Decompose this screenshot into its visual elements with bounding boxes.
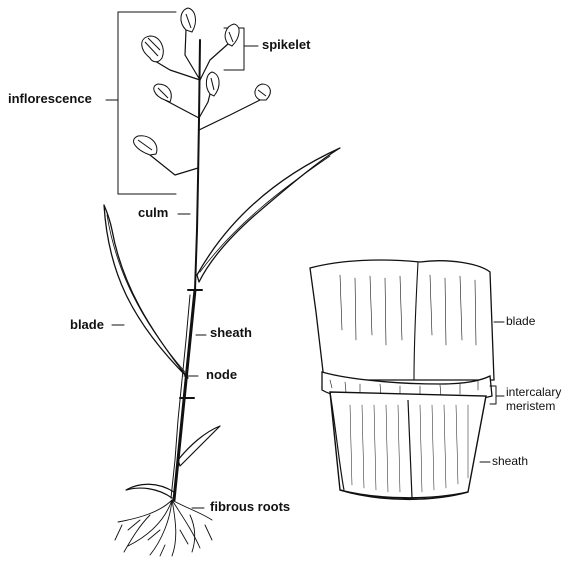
left-leaf-blade (104, 205, 188, 378)
label-sheath-right: sheath (492, 455, 528, 468)
label-intercalary: intercalary (506, 386, 561, 399)
label-fibrous-roots: fibrous roots (210, 500, 290, 514)
flag-leaf-blade (197, 148, 340, 282)
culm-stem (195, 40, 200, 290)
label-spikelet: spikelet (262, 38, 310, 52)
sheath-detail (310, 260, 494, 499)
lower-leaf (178, 426, 220, 466)
label-meristem: meristem (506, 400, 555, 413)
label-inflorescence: inflorescence (8, 92, 92, 106)
label-blade-right: blade (506, 315, 535, 328)
label-blade-left: blade (70, 318, 104, 332)
spikelets (134, 8, 271, 155)
label-culm: culm (138, 206, 168, 220)
lower-culm (174, 290, 195, 500)
label-node: node (206, 368, 237, 382)
label-sheath-left: sheath (210, 326, 252, 340)
